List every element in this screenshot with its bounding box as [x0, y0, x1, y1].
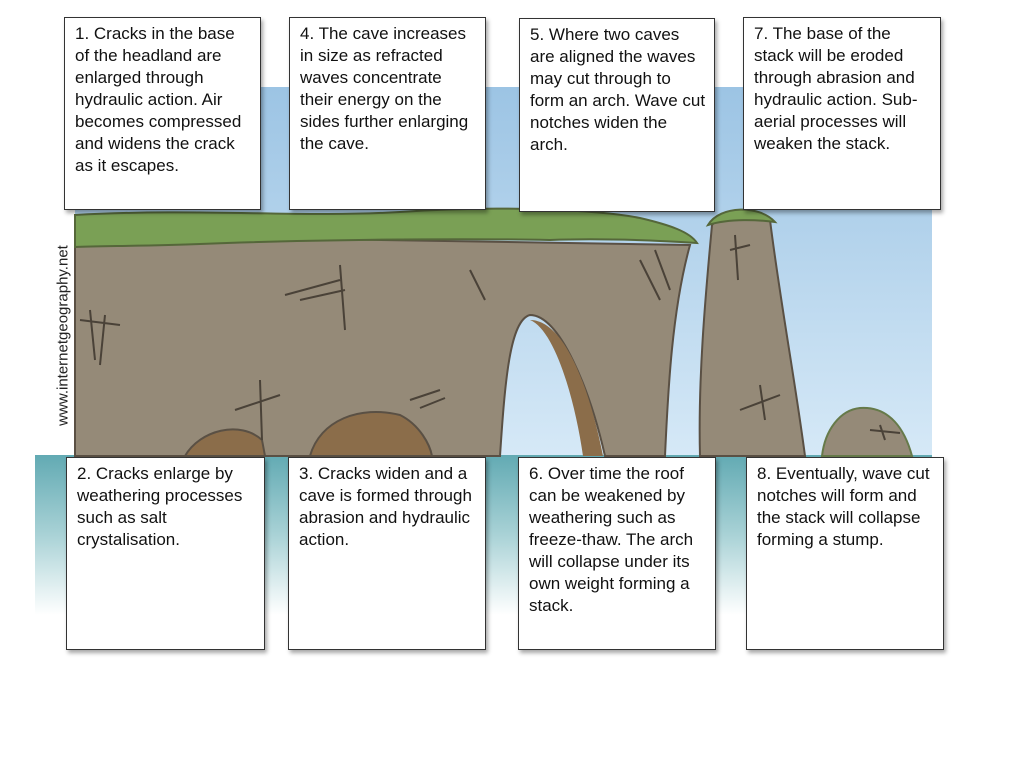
- step-3-box: 3. Cracks widen and a cave is formed thr…: [288, 457, 486, 650]
- step-1-box: 1. Cracks in the base of the headland ar…: [64, 17, 261, 210]
- step-5-box: 5. Where two caves are aligned the waves…: [519, 18, 715, 212]
- stump: [820, 406, 914, 457]
- cracks: [79, 234, 901, 441]
- step-2-box: 2. Cracks enlarge by weathering processe…: [66, 457, 265, 650]
- grass-top: [74, 207, 699, 249]
- step-4-box: 4. The cave increases in size as refract…: [289, 17, 486, 210]
- step-8-box: 8. Eventually, wave cut notches will for…: [746, 457, 944, 650]
- step-7-box: 7. The base of the stack will be eroded …: [743, 17, 941, 210]
- arch-inner: [530, 320, 603, 456]
- step-6-box: 6. Over time the roof can be weakened by…: [518, 457, 716, 650]
- stack-grass: [705, 208, 778, 227]
- watermark: www.internetgeography.net: [54, 245, 72, 426]
- cave-right: [308, 411, 434, 457]
